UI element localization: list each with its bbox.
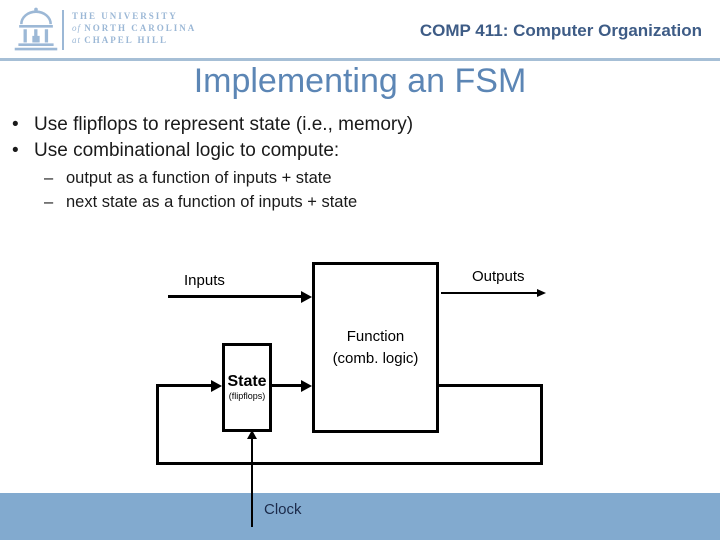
logo-divider xyxy=(62,10,64,50)
state-box-label-line1: State xyxy=(227,373,267,390)
arrowhead-clock-icon xyxy=(247,430,257,439)
arrowhead-state-to-function-icon xyxy=(301,379,312,392)
clock-line xyxy=(251,434,253,527)
function-box-label-line2: (comb. logic) xyxy=(332,349,419,367)
feedback-line-right xyxy=(540,384,543,465)
page-title: Implementing an FSM xyxy=(193,62,527,100)
inputs-label: Inputs xyxy=(184,272,225,289)
clock-label: Clock xyxy=(264,501,302,518)
course-header: COMP 411: Computer Organization xyxy=(419,21,702,40)
header-rule xyxy=(0,58,720,61)
bottom-accent-band xyxy=(0,493,720,540)
bullet-text: Use flipflops to represent state (i.e., … xyxy=(34,114,414,135)
bullet-marker: – xyxy=(44,169,54,187)
arrowhead-inputs-icon xyxy=(301,290,312,303)
function-box: Function (comb. logic) xyxy=(312,262,439,433)
bullet-text: output as a function of inputs + state xyxy=(66,169,332,187)
feedback-line-bottom xyxy=(156,462,543,465)
bullet-marker: • xyxy=(12,114,19,135)
arrowhead-into-state-icon xyxy=(211,379,222,392)
function-box-label-line1: Function xyxy=(346,327,405,345)
outputs-line xyxy=(441,292,538,294)
arrowhead-outputs-icon xyxy=(537,289,546,297)
sub-bullet-item: –output as a function of inputs + state xyxy=(44,169,332,188)
sub-bullet-item: –next state as a function of inputs + st… xyxy=(44,193,357,212)
state-box-label-line2: (flipflops) xyxy=(228,391,266,401)
university-name-line1: THE UNIVERSITY xyxy=(72,11,178,21)
outputs-label: Outputs xyxy=(472,268,525,285)
bullet-text: next state as a function of inputs + sta… xyxy=(66,193,358,211)
state-box: State (flipflops) xyxy=(222,343,272,432)
feedback-line-top-right xyxy=(439,384,543,387)
university-name-line3: at CHAPEL HILL xyxy=(72,35,169,45)
bullet-item: • Use combinational logic to compute: xyxy=(12,140,339,162)
feedback-line-left xyxy=(156,384,159,465)
bullet-text: Use combinational logic to compute: xyxy=(34,140,340,161)
bullet-marker: – xyxy=(44,193,54,211)
unc-old-well-icon xyxy=(14,7,58,51)
bullet-item: • Use flipflops to represent state (i.e.,… xyxy=(12,114,413,136)
state-to-function-line xyxy=(272,384,303,387)
feedback-line-into-state xyxy=(159,384,212,387)
inputs-line xyxy=(168,295,303,298)
university-name-line2: of NORTH CAROLINA xyxy=(72,23,197,33)
bullet-marker: • xyxy=(12,140,19,161)
